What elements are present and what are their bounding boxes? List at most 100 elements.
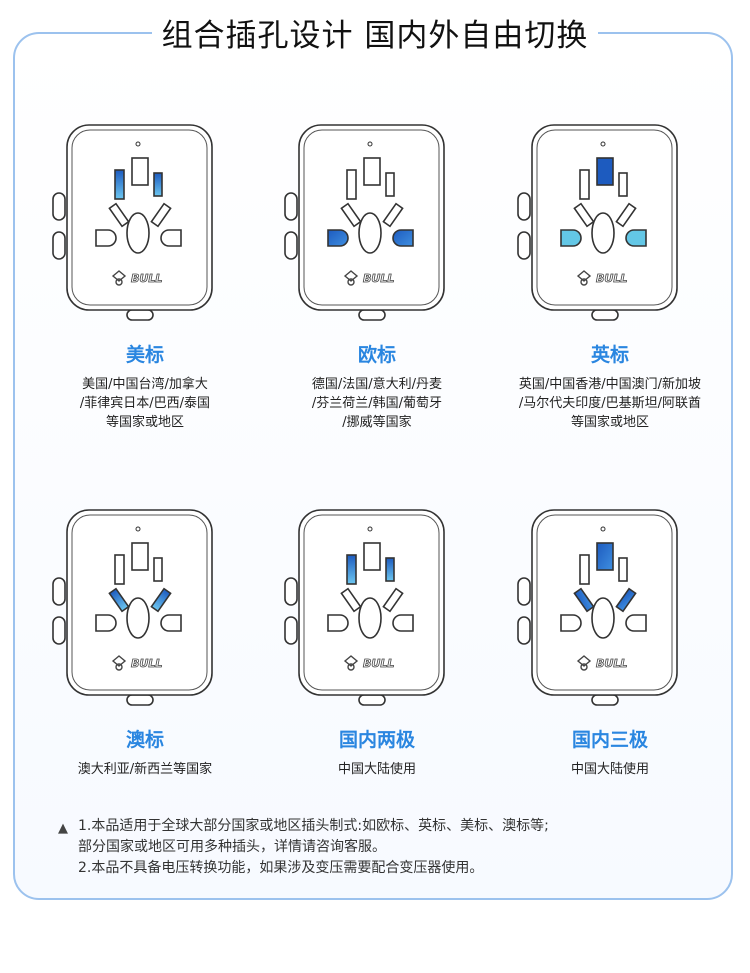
- flat-pin-slot-left: [114, 169, 125, 200]
- top-pin-slot: [131, 157, 149, 186]
- top-pin-slot: [596, 157, 614, 186]
- plug-standard-card: BULL 澳标澳大利亚/新西兰等国家: [30, 505, 260, 779]
- round-pin-slot-right: [625, 229, 647, 247]
- page-title: 组合插孔设计 国内外自由切换: [0, 10, 750, 55]
- brand-logo-text: BULL: [596, 272, 627, 285]
- page-title-text: 组合插孔设计 国内外自由切换: [151, 18, 599, 54]
- ground-oval-slot: [358, 212, 382, 254]
- warning-icon: ▲: [58, 821, 68, 836]
- angled-pin-slot-left: [108, 587, 130, 613]
- round-pin-slot-left: [327, 614, 349, 632]
- flat-pin-slot-left: [579, 554, 590, 585]
- plug-standard-card: BULL 美标美国/中国台湾/加拿大 /菲律宾日本/巴西/泰国 等国家或地区: [30, 120, 260, 432]
- adapter-illustration: BULL: [52, 509, 213, 706]
- indicator-light-icon: [600, 141, 606, 147]
- angled-pin-slot-left: [340, 202, 362, 228]
- note-line-3: 2.本品不具备电压转换功能，如果涉及变压需要配合变压器使用。: [78, 860, 484, 876]
- angled-pin-slot-left: [573, 202, 595, 228]
- flat-pin-slot-right: [153, 557, 163, 582]
- side-button-icon: [284, 577, 298, 606]
- bottom-slider-icon: [358, 694, 386, 706]
- brand-logo-text: BULL: [131, 272, 162, 285]
- top-pin-slot: [363, 542, 381, 571]
- notes: ▲ 1.本品适用于全球大部分国家或地区插头制式:如欧标、英标、美标、澳标等; 部…: [58, 816, 549, 879]
- bottom-slider-icon: [591, 309, 619, 321]
- standard-countries: 英国/中国香港/中国澳门/新加坡 /马尔代夫印度/巴基斯坦/阿联酋 等国家或地区: [518, 377, 702, 430]
- side-button-icon: [517, 192, 531, 221]
- indicator-light-icon: [135, 141, 141, 147]
- bottom-slider-icon: [126, 309, 154, 321]
- side-button-icon: [52, 577, 66, 606]
- round-pin-slot-left: [95, 614, 117, 632]
- round-pin-slot-right: [160, 229, 182, 247]
- indicator-light-icon: [600, 526, 606, 532]
- plug-standard-card: BULL 国内三极中国大陆使用: [495, 505, 725, 779]
- standard-countries: 德国/法国/意大利/丹麦 /芬兰荷兰/韩国/葡萄牙 /挪威等国家: [311, 377, 443, 430]
- ground-oval-slot: [358, 597, 382, 639]
- flat-pin-slot-left: [579, 169, 590, 200]
- bull-logo: [576, 655, 592, 671]
- standard-label: 欧标: [357, 344, 396, 366]
- bull-logo: [111, 655, 127, 671]
- plug-standard-card: BULL 欧标德国/法国/意大利/丹麦 /芬兰荷兰/韩国/葡萄牙 /挪威等国家: [262, 120, 492, 432]
- flat-pin-slot-right: [618, 172, 628, 197]
- side-button-icon: [284, 616, 298, 645]
- flat-pin-slot-left: [114, 554, 125, 585]
- adapter-illustration: BULL: [52, 124, 213, 321]
- brand-logo-text: BULL: [596, 657, 627, 670]
- ground-oval-slot: [126, 597, 150, 639]
- flat-pin-slot-right: [618, 557, 628, 582]
- adapter-illustration: BULL: [517, 509, 678, 706]
- side-button-icon: [517, 231, 531, 260]
- side-button-icon: [284, 192, 298, 221]
- standard-countries: 美国/中国台湾/加拿大 /菲律宾日本/巴西/泰国 等国家或地区: [79, 377, 211, 430]
- side-button-icon: [517, 616, 531, 645]
- side-button-icon: [52, 231, 66, 260]
- top-pin-slot: [131, 542, 149, 571]
- angled-pin-slot-right: [382, 202, 404, 228]
- brand-logo-text: BULL: [131, 657, 162, 670]
- bull-logo: [576, 270, 592, 286]
- ground-oval-slot: [591, 212, 615, 254]
- round-pin-slot-right: [392, 614, 414, 632]
- round-pin-slot-left: [95, 229, 117, 247]
- standard-countries: 中国大陆使用: [337, 762, 416, 777]
- top-pin-slot: [596, 542, 614, 571]
- bottom-slider-icon: [358, 309, 386, 321]
- adapter-illustration: BULL: [284, 509, 445, 706]
- side-button-icon: [284, 231, 298, 260]
- flat-pin-slot-left: [346, 169, 357, 200]
- flat-pin-slot-right: [385, 172, 395, 197]
- side-button-icon: [52, 616, 66, 645]
- flat-pin-slot-left: [346, 554, 357, 585]
- angled-pin-slot-right: [382, 587, 404, 613]
- plug-standard-card: BULL 英标英国/中国香港/中国澳门/新加坡 /马尔代夫印度/巴基斯坦/阿联酋…: [495, 120, 725, 432]
- bull-logo: [343, 270, 359, 286]
- indicator-light-icon: [367, 526, 373, 532]
- flat-pin-slot-right: [385, 557, 395, 582]
- standard-countries: 澳大利亚/新西兰等国家: [77, 762, 213, 777]
- top-pin-slot: [363, 157, 381, 186]
- standard-label: 英标: [590, 344, 629, 366]
- note-line-2: 部分国家或地区可用多种插头，详情请咨询客服。: [78, 839, 386, 855]
- bull-logo: [343, 655, 359, 671]
- side-button-icon: [52, 192, 66, 221]
- angled-pin-slot-left: [573, 587, 595, 613]
- standard-label: 国内两极: [338, 729, 415, 751]
- round-pin-slot-right: [625, 614, 647, 632]
- plug-standard-card: BULL 国内两极中国大陆使用: [262, 505, 492, 779]
- standard-countries: 中国大陆使用: [570, 762, 649, 777]
- round-pin-slot-left: [327, 229, 349, 247]
- angled-pin-slot-right: [615, 202, 637, 228]
- round-pin-slot-right: [392, 229, 414, 247]
- bottom-slider-icon: [591, 694, 619, 706]
- bull-logo: [111, 270, 127, 286]
- standard-label: 美标: [125, 344, 164, 366]
- adapter-illustration: BULL: [517, 124, 678, 321]
- indicator-light-icon: [367, 141, 373, 147]
- round-pin-slot-left: [560, 229, 582, 247]
- angled-pin-slot-left: [108, 202, 130, 228]
- standard-label: 澳标: [125, 729, 164, 751]
- angled-pin-slot-left: [340, 587, 362, 613]
